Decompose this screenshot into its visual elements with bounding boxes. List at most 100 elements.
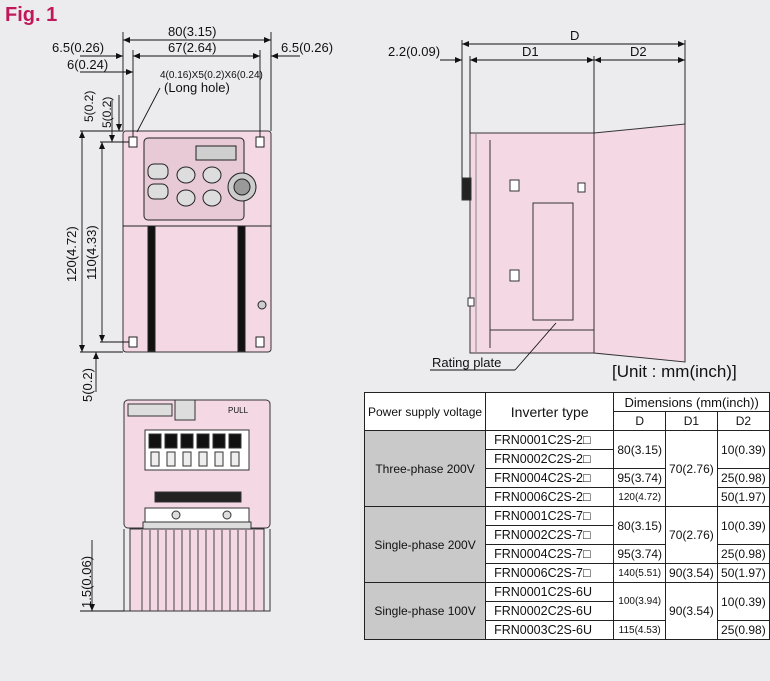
d1-cell: 90(3.54) (665, 582, 718, 640)
table-row: Single-phase 200V FRN0001C2S-7□ 80(3.15)… (363, 506, 770, 583)
header-D: D (613, 411, 667, 431)
d-cell: 80(3.15) (613, 430, 667, 469)
bottom-latch (174, 399, 196, 421)
side-dimensions (430, 40, 686, 371)
type-cell: FRN0002C2S-6U (485, 601, 615, 621)
bottom-dimensions (80, 540, 124, 612)
dim-D: D (570, 28, 579, 43)
front-view (122, 130, 272, 353)
run-key (202, 166, 222, 184)
side-connector (461, 177, 472, 201)
pull-label: PULL (228, 406, 249, 415)
d-cell: 100(3.94) (613, 582, 667, 621)
unit-note: [Unit : mm(inch)] (612, 362, 737, 381)
side-slot-3 (577, 182, 586, 193)
front-slot-right (237, 225, 246, 352)
mount-hole-tl (128, 136, 138, 148)
led-display (195, 145, 237, 161)
header-power-supply: Power supply voltage (363, 392, 487, 431)
side-view (461, 123, 686, 363)
dim-offset: 6(0.24) (67, 57, 108, 72)
d2-cell: 10(0.39) (716, 430, 770, 469)
dim-D1: D1 (522, 44, 539, 59)
table-row: FRN0004C2S-7□ 95(3.74) 25(0.98) (365, 544, 770, 564)
prg-key (147, 163, 169, 180)
d2-cell: 10(0.39) (716, 582, 770, 621)
dim-front-offset: 2.2(0.09) (388, 44, 440, 59)
control-terminal (154, 491, 242, 503)
dim-hole-spec: 4(0.16)X5(0.2)X6(0.24) (160, 70, 263, 81)
func-key (147, 183, 169, 200)
bottom-view (123, 399, 271, 612)
d-cell: 95(3.74) (613, 544, 667, 564)
d1-cell: 70(2.76) (665, 430, 718, 507)
side-slot-4 (467, 297, 475, 307)
header-dimensions: Dimensions (mm(inch)) (613, 392, 770, 412)
header-inverter-type: Inverter type (485, 392, 615, 431)
type-cell: FRN0006C2S-2□ (485, 487, 615, 507)
dim-hole-note: (Long hole) (164, 80, 230, 95)
heatsink-fins (129, 528, 265, 612)
dim-left-margin: 6.5(0.26) (52, 40, 104, 55)
d2-cell: 25(0.98) (716, 544, 770, 564)
table-row: FRN0003C2S-6U 115(4.53) 25(0.98) (365, 620, 770, 640)
table-row: Single-phase 100V FRN0001C2S-6U 100(3.94… (363, 582, 770, 640)
d-cell: 140(5.51) (613, 563, 667, 583)
stop-key (202, 189, 222, 207)
d2-cell: 25(0.98) (716, 620, 770, 640)
dim-height-pitch: 110(4.33) (84, 225, 99, 280)
dim-right-margin: 6.5(0.26) (281, 40, 333, 55)
mount-hole-tr (255, 136, 265, 148)
type-cell: FRN0004C2S-2□ (485, 468, 615, 488)
header-D1: D1 (665, 411, 718, 431)
table-row: FRN0004C2S-2□ 95(3.74) 25(0.98) (365, 468, 770, 488)
side-dim-labels: 2.2(0.09) D D1 D2 Rating plate (388, 28, 647, 370)
d2-cell: 50(1.97) (716, 487, 770, 507)
voltage-cell: Three-phase 200V (363, 430, 487, 507)
dim-hole-pitch: 67(2.64) (168, 40, 216, 55)
down-key (176, 189, 196, 207)
voltage-cell: Single-phase 100V (363, 582, 487, 640)
table-row: FRN0002C2S-7□ (365, 525, 770, 545)
mount-hole-bl (128, 336, 138, 348)
type-cell: FRN0001C2S-2□ (485, 430, 615, 450)
d-cell: 95(3.74) (613, 468, 667, 488)
header-D2: D2 (716, 411, 770, 431)
rating-plate (532, 202, 574, 321)
d-cell: 120(4.72) (613, 487, 667, 507)
front-dimensions (79, 32, 300, 392)
dim-top-a: 5(0.2) (82, 91, 96, 122)
dim-bottom: 5(0.2) (80, 368, 95, 402)
d1-cell: 90(3.54) (665, 563, 718, 583)
up-key (176, 166, 196, 184)
voltage-cell: Single-phase 200V (363, 506, 487, 583)
d1-cell: 70(2.76) (665, 506, 718, 564)
dim-overall-width: 80(3.15) (168, 24, 216, 39)
mount-hole-br (255, 336, 265, 348)
dim-fin: 1.5(0.06) (79, 556, 94, 608)
rating-plate-label: Rating plate (432, 355, 501, 370)
type-cell: FRN0006C2S-7□ (485, 563, 615, 583)
fin-lines (141, 530, 255, 611)
table-subheader-row: D D1 D2 (365, 411, 770, 431)
side-slot-2 (509, 269, 520, 282)
type-cell: FRN0002C2S-7□ (485, 525, 615, 545)
d-cell: 115(4.53) (613, 620, 667, 640)
figure-label: Fig. 1 (5, 4, 58, 26)
front-slot-left (147, 225, 156, 352)
dim-top-b: 5(0.2) (100, 97, 114, 128)
side-body (469, 132, 595, 354)
table-row: Three-phase 200V FRN0001C2S-2□ 80(3.15) … (363, 430, 770, 507)
d2-cell: 25(0.98) (716, 468, 770, 488)
table-header-row: Power supply voltage Inverter type Dimen… (363, 392, 770, 431)
front-screw (257, 300, 267, 310)
side-heatsink (593, 123, 686, 363)
dim-height-total: 120(4.72) (64, 226, 79, 282)
type-cell: FRN0003C2S-6U (485, 620, 615, 640)
type-cell: FRN0002C2S-2□ (485, 449, 615, 469)
type-cell: FRN0001C2S-7□ (485, 506, 615, 526)
type-cell: FRN0001C2S-6U (485, 582, 615, 602)
d2-cell: 50(1.97) (716, 563, 770, 583)
type-cell: FRN0004C2S-7□ (485, 544, 615, 564)
